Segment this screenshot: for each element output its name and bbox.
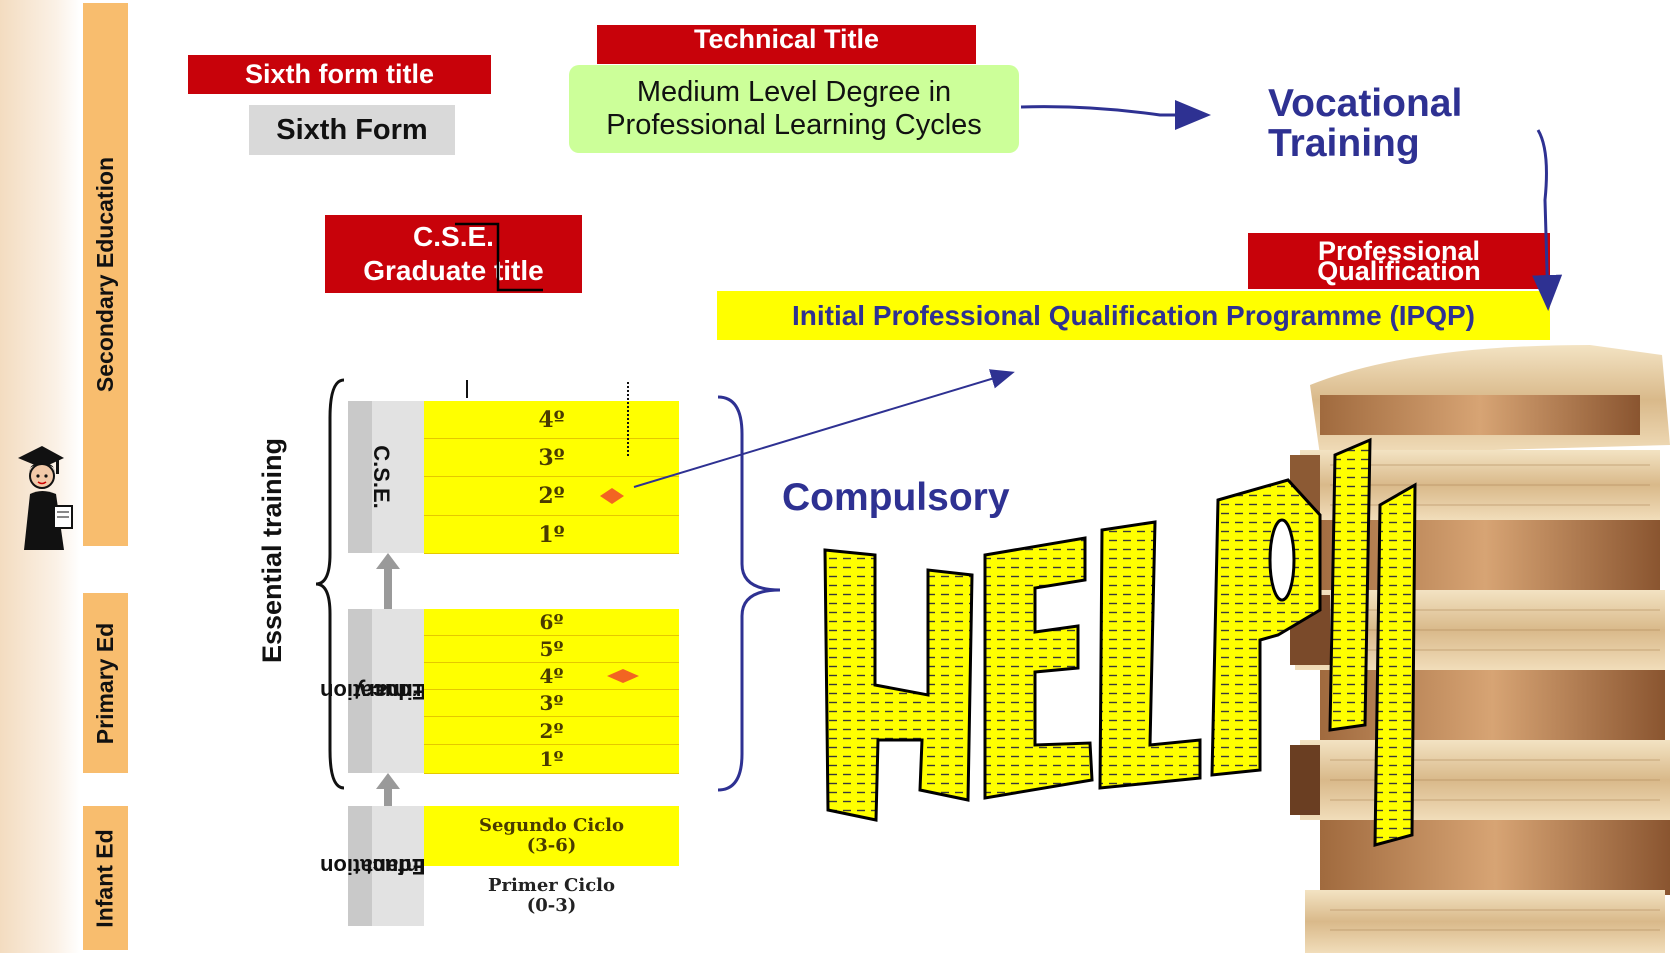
primary-year-row: 4º (424, 663, 679, 690)
medium-level-line-1: Medium Level Degree in (636, 76, 952, 108)
primary-side-column-inner (372, 609, 424, 773)
right-curly-brace (717, 395, 781, 792)
sixth-form-title-box: Sixth form title (188, 55, 491, 94)
vocational-training-label: Vocational Training (1268, 84, 1462, 164)
infant-stage-bar (83, 806, 128, 950)
primer-ciclo-label: Primer Ciclo (487, 875, 616, 896)
primary-year-row: 5º (424, 636, 679, 663)
secondary-stage-bar (83, 3, 128, 546)
cse-year-row: 4º (424, 401, 679, 439)
cse-graduate-title-box: C.S.E. Graduate title (325, 215, 582, 293)
diamond-marker-icon (600, 488, 624, 504)
professional-line-2: Qualification (1317, 256, 1481, 286)
sixth-form-box: Sixth Form (249, 105, 455, 155)
cse-year-row: 3º (424, 439, 679, 477)
infant-side-column-inner (372, 806, 424, 926)
cse-stage-label: C.S.E. (368, 445, 394, 509)
secondary-stage-label: Secondary Education (92, 156, 119, 393)
up-arrow-icon (376, 773, 400, 806)
cse-year-row: 2º (424, 477, 679, 516)
left-curly-brace (315, 378, 345, 790)
professional-qualification-box: Professional Qualification (1248, 233, 1550, 289)
vocational-line-2: Training (1268, 122, 1420, 165)
primary-year-row: 1º (424, 745, 679, 774)
primary-year-row: 6º (424, 609, 679, 636)
essential-training-label: Essential training (257, 437, 288, 663)
primer-ciclo-row: Primer Ciclo (0-3) (424, 866, 679, 926)
graduate-icon (18, 446, 73, 550)
cse-year-row: 1º (424, 516, 679, 554)
infant-label-line-2: Education (319, 854, 427, 879)
segundo-ciclo-ages: (3-6) (526, 835, 577, 856)
infant-stage-label: Infant Ed (92, 828, 119, 928)
segundo-ciclo-label: Segundo Ciclo (478, 815, 625, 836)
primary-year-row: 2º (424, 717, 679, 745)
medium-level-degree-box: Medium Level Degree in Professional Lear… (569, 65, 1019, 153)
vocational-line-1: Vocational (1268, 82, 1463, 125)
books-stack-image (1290, 345, 1670, 953)
medium-level-line-2: Professional Learning Cycles (606, 109, 982, 141)
primer-ciclo-ages: (0-3) (526, 895, 577, 916)
title-bracket-mark (455, 222, 543, 292)
segundo-ciclo-row: Segundo Ciclo (3-6) (424, 806, 679, 867)
up-arrow-icon (376, 553, 400, 609)
primary-stage-bar (83, 593, 128, 773)
help-wordart (823, 437, 1417, 847)
tick-mark (466, 380, 468, 398)
cse-title-line-2: Graduate title (363, 255, 544, 286)
diamond-marker-icon (607, 669, 639, 683)
primary-stage-label: Primary Ed (92, 622, 119, 744)
ipqp-banner: Initial Professional Qualification Progr… (717, 291, 1550, 340)
cse-side-column-inner (372, 401, 424, 553)
technical-title-box: Technical Title (597, 25, 976, 64)
primary-year-row: 3º (424, 690, 679, 717)
dotted-tick-line (627, 382, 629, 456)
cse-title-line-1: C.S.E. (413, 221, 494, 252)
professional-line-1: Professional (1317, 236, 1481, 266)
